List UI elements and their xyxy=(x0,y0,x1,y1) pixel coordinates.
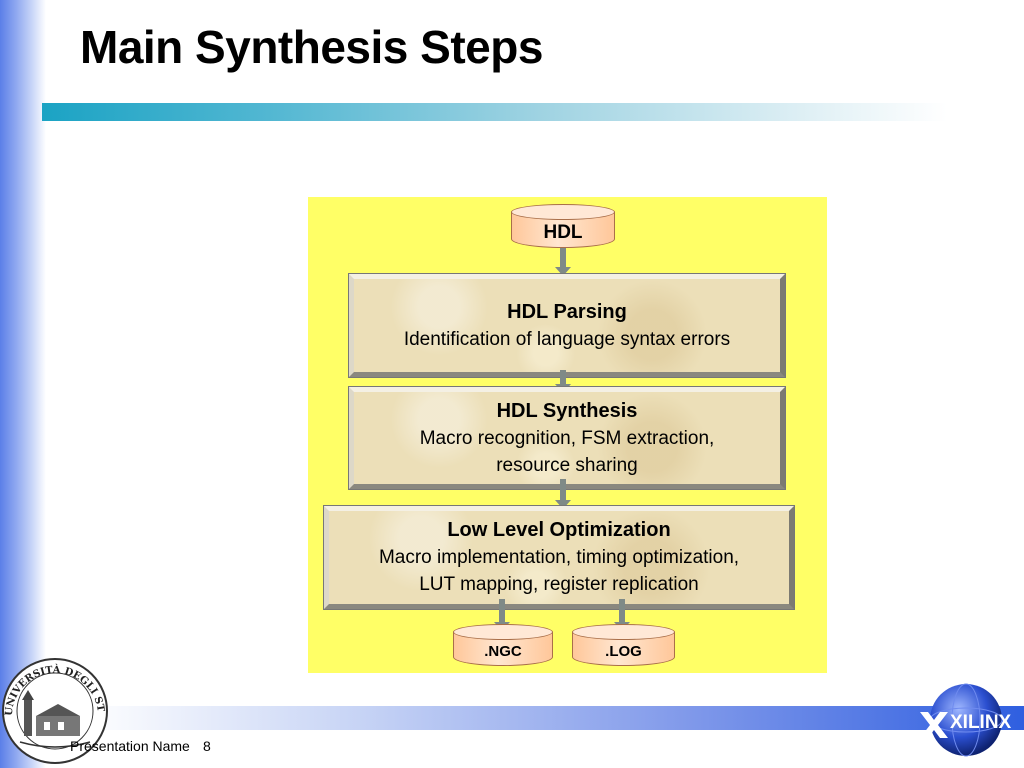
step-description: resource sharing xyxy=(496,454,638,476)
step-hdl-synthesis: HDL Synthesis Macro recognition, FSM ext… xyxy=(348,386,786,490)
step-description: Identification of language syntax errors xyxy=(403,328,731,350)
log-output-cylinder: .LOG xyxy=(572,624,675,666)
step-description: Macro recognition, FSM extraction, xyxy=(419,427,715,449)
arrow-synthesis-to-optimization xyxy=(555,479,571,509)
page-number: 8 xyxy=(203,738,211,754)
step-description: Macro implementation, timing optimizatio… xyxy=(378,547,740,568)
xilinx-wordmark: XILINX xyxy=(950,712,1012,733)
step-hdl-parsing: HDL Parsing Identification of language s… xyxy=(348,273,786,378)
step-heading: HDL Synthesis xyxy=(496,399,638,422)
step-heading: Low Level Optimization xyxy=(447,519,671,541)
arrow-input-to-parsing xyxy=(555,248,571,276)
footer-gradient-band xyxy=(80,706,1024,730)
hdl-input-cylinder: HDL xyxy=(511,204,615,248)
log-output-label: .LOG xyxy=(605,643,642,660)
university-seal-icon: UNIVERSITÀ DEGLI STUDI DI TRIESTE xyxy=(0,656,108,764)
step-low-level-optimization: Low Level Optimization Macro implementat… xyxy=(323,505,795,610)
xilinx-logo-icon: XILINX xyxy=(920,683,1012,757)
presentation-name: Presentation Name xyxy=(70,738,190,754)
title-underline-bar xyxy=(42,103,947,121)
slide-title: Main Synthesis Steps xyxy=(80,21,543,73)
step-heading: HDL Parsing xyxy=(507,300,627,323)
step-description: LUT mapping, register replication xyxy=(419,574,699,595)
ngc-output-label: .NGC xyxy=(484,643,522,660)
ngc-output-cylinder: .NGC xyxy=(453,624,553,666)
left-gradient-band xyxy=(0,0,46,768)
hdl-input-label: HDL xyxy=(543,221,583,243)
